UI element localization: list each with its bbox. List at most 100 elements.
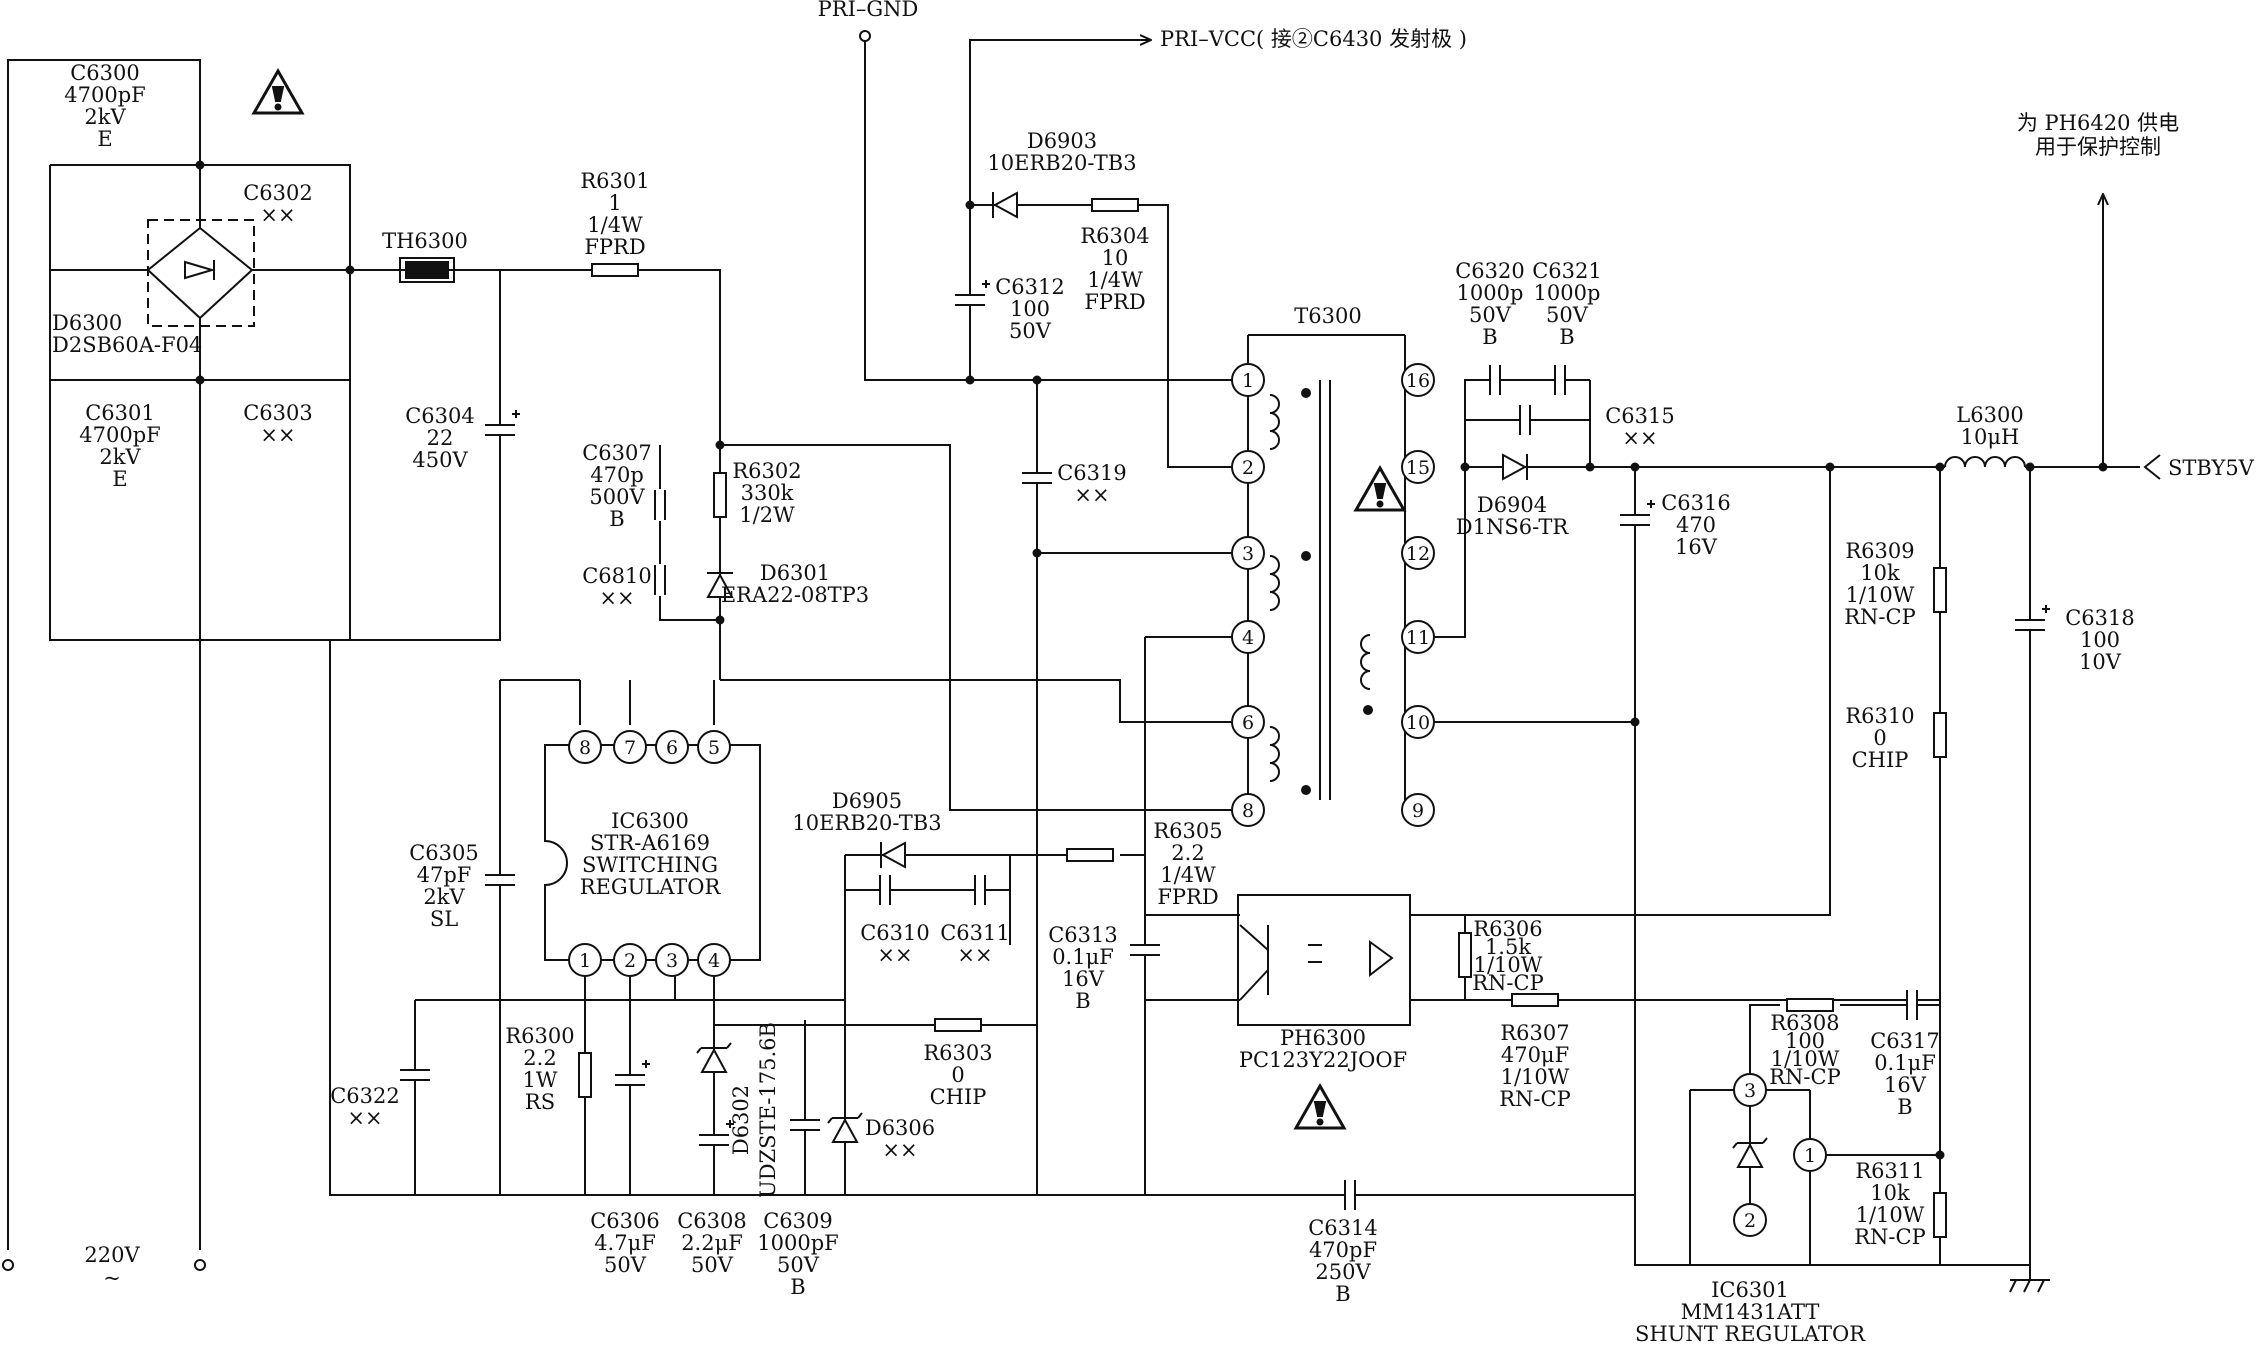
r6305-resistor <box>1066 848 1114 862</box>
c6315-capacitor <box>1519 404 1531 436</box>
ic6301-pin-number: 1 <box>1804 1145 1816 1167</box>
c6322-label: ×× <box>347 1106 382 1130</box>
wires <box>2 30 2161 1293</box>
junction-dot <box>195 160 205 170</box>
th6300-thermistor <box>405 261 449 279</box>
c6306-label: 4.7μF <box>594 1231 656 1255</box>
c6305-label: 2kV <box>423 885 465 909</box>
wire <box>970 204 1240 468</box>
t6300-coil-1 <box>1269 394 1280 450</box>
t6300-pin <box>1401 450 1435 484</box>
c6305-capacitor <box>484 874 516 886</box>
l6300-label: L6300 <box>1956 403 2023 427</box>
c6300-label: 4700pF <box>64 83 145 107</box>
c6307-label: B <box>609 507 624 531</box>
ic6300-pin <box>655 730 689 764</box>
c6308-label: C6308 <box>677 1209 747 1233</box>
c6320-label: B <box>1482 325 1497 349</box>
ic6300-pin <box>568 943 602 977</box>
l6300-label: 10μH <box>1961 425 2020 449</box>
t6300-pin-number: 2 <box>1242 457 1254 479</box>
c6322-capacitor <box>399 1069 431 1081</box>
c6307-label: 470p <box>590 463 644 487</box>
c6317-label: 0.1μF <box>1874 1051 1936 1075</box>
ic6301-zener <box>1736 1142 1764 1168</box>
c6300-label: 2kV <box>84 105 126 129</box>
c6301-label: 4700pF <box>79 423 160 447</box>
r6304-label: 1/4W <box>1087 268 1143 292</box>
t6300-pin-number: 8 <box>1242 800 1254 822</box>
r6309-label: 10k <box>1860 561 1900 585</box>
d6904-label: D6904 <box>1477 493 1547 517</box>
t6300-pin-number: 1 <box>1242 370 1254 392</box>
c6313-label: 16V <box>1062 967 1105 991</box>
d6301-label: D6301 <box>760 561 830 585</box>
wire <box>50 164 351 640</box>
c6316-label: C6316 <box>1661 491 1731 515</box>
th6300-body <box>399 257 455 283</box>
stby-terminal <box>2143 454 2161 480</box>
r6304-label: 10 <box>1102 246 1129 270</box>
c6314-label: 250V <box>1315 1260 1371 1284</box>
r6300-resistor <box>578 1052 592 1098</box>
junction-dot <box>1825 462 1835 472</box>
c6315-label: C6315 <box>1605 404 1675 428</box>
r6301-resistor <box>591 263 639 277</box>
r6305-label: R6305 <box>1153 819 1222 843</box>
c6306-capacitor <box>614 1060 650 1086</box>
r6302-label: 330k <box>741 481 794 505</box>
ph6300-optocoupler <box>1237 894 1411 1026</box>
c6317-label: 16V <box>1884 1073 1927 1097</box>
d6301-diode <box>706 572 734 598</box>
d6302-zener <box>700 1047 728 1073</box>
t6300-coil-2 <box>1269 555 1280 611</box>
c6304-capacitor <box>484 410 520 436</box>
c6321-capacitor <box>1554 364 1566 396</box>
r6306-label: 1.5k <box>1485 935 1531 959</box>
t6300-pin-number: 12 <box>1406 543 1430 565</box>
c6316-capacitor <box>1619 500 1655 526</box>
r6303-label: CHIP <box>930 1085 987 1109</box>
c6312-capacitor <box>954 280 990 306</box>
c6318-label: 10V <box>2079 650 2122 674</box>
c6308-label: 50V <box>691 1253 734 1277</box>
wire <box>350 269 721 445</box>
r6300-label: 1W <box>523 1068 558 1092</box>
c6320-label: 1000p <box>1457 281 1524 305</box>
d6300-label: D6300 <box>52 311 122 335</box>
ic6300-pin <box>697 943 731 977</box>
t6300-pin-number: 3 <box>1242 543 1254 565</box>
warning-icon <box>1293 1082 1347 1130</box>
c6320-label: C6320 <box>1455 259 1525 283</box>
c6304-label: 22 <box>427 426 454 450</box>
ic6301-label: SHUNT REGULATOR <box>1635 1322 1866 1346</box>
r6307-label: 1/10W <box>1501 1065 1570 1089</box>
r6302-label: R6302 <box>732 459 801 483</box>
d6306-zener-bar <box>827 1112 863 1124</box>
ic6301-pin-number: 2 <box>1744 1210 1756 1232</box>
d6306-zener <box>831 1117 859 1143</box>
ic6300-pin-number: 5 <box>708 737 720 759</box>
t6300-pin <box>1231 620 1265 654</box>
junction-dot <box>1460 462 1470 472</box>
d6300-bridge <box>146 219 255 327</box>
r6306-label: R6306 <box>1473 917 1542 941</box>
d6301-label: ERA22-08TP3 <box>721 583 869 607</box>
r6311-label: 1/10W <box>1856 1203 1925 1227</box>
ic6300-pin <box>697 730 731 764</box>
ic6300-pin-number: 2 <box>624 950 636 972</box>
c6310-label: ×× <box>877 943 912 967</box>
pri-vcc-label: PRI–VCC( 接②C6430 发射极 ) <box>1160 27 1467 51</box>
r6300-label: 2.2 <box>523 1046 556 1070</box>
c6309-label: 1000pF <box>757 1231 838 1255</box>
c6319-capacitor <box>1021 472 1053 484</box>
c6313-label: B <box>1075 989 1090 1013</box>
r6310-label: R6310 <box>1845 704 1914 728</box>
c6307-label: C6307 <box>582 441 652 465</box>
ic6301-pin-number: 3 <box>1744 1080 1756 1102</box>
c6314-label: C6314 <box>1308 1216 1378 1240</box>
c6312-label: 50V <box>1009 319 1052 343</box>
c6321-label: B <box>1559 325 1574 349</box>
r6308-label: 1/10W <box>1771 1047 1840 1071</box>
c6318-label: C6318 <box>2065 606 2135 630</box>
